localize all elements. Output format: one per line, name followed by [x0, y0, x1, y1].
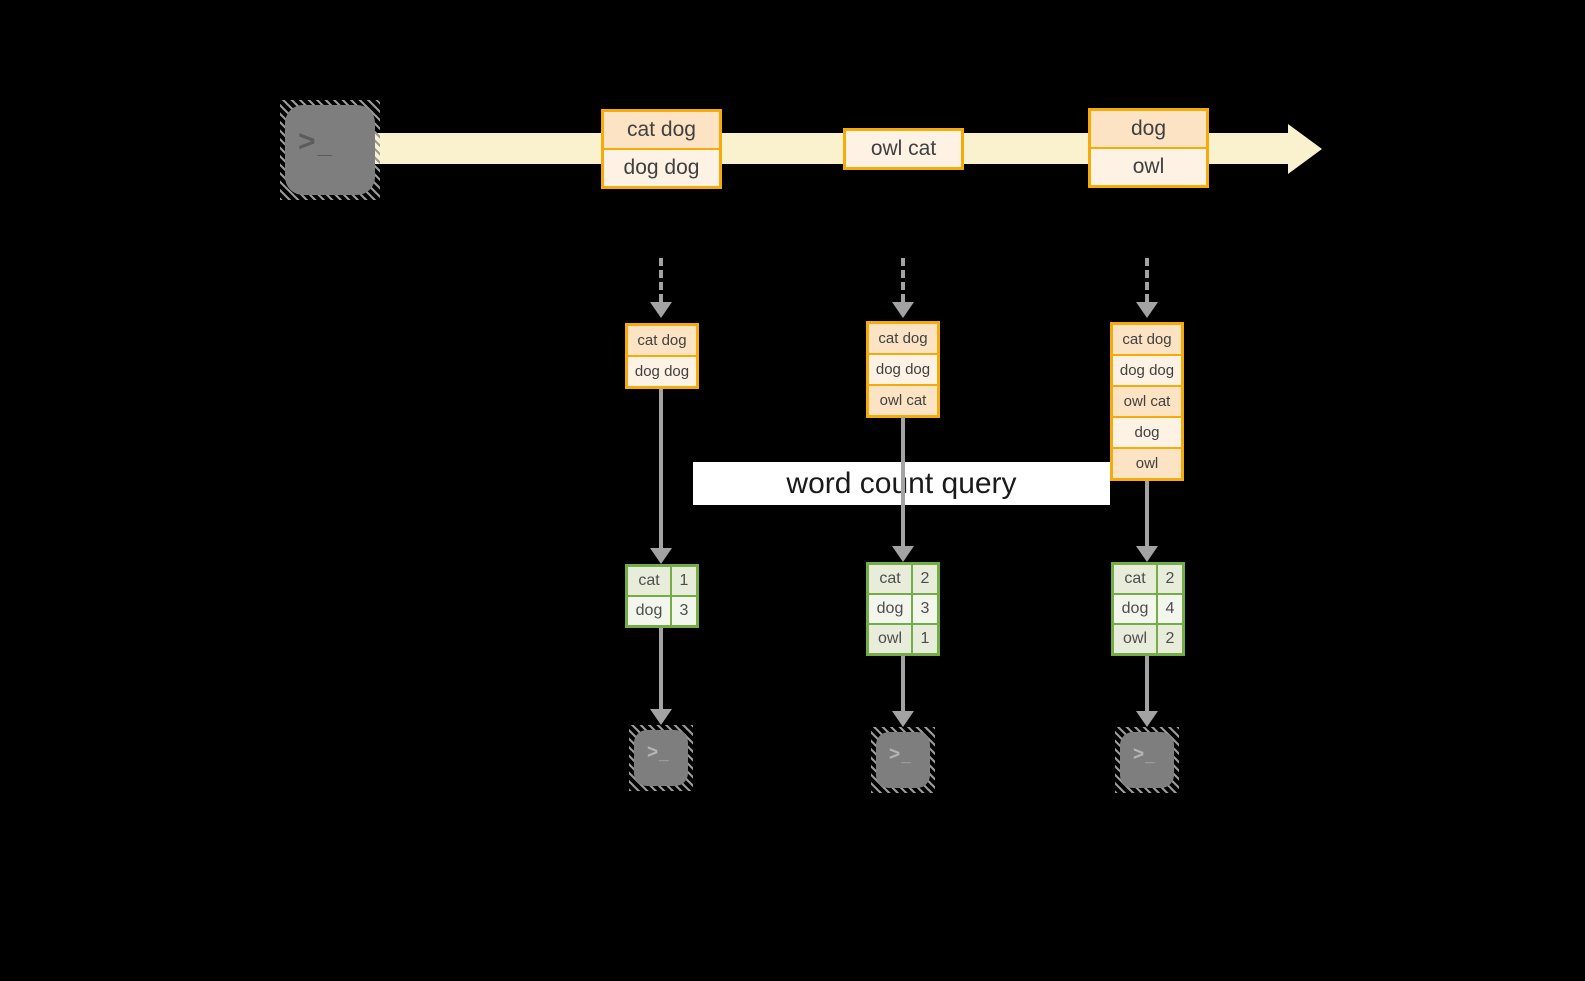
word-count-table-3: cat 2 dog 4 owl 2 — [1111, 562, 1185, 656]
arrow-shaft — [1145, 656, 1149, 711]
record-line: owl — [1091, 149, 1206, 185]
record-line: dog dog — [869, 355, 937, 384]
terminal-prompt-glyph: > — [647, 742, 659, 763]
arrow-shaft — [659, 628, 663, 709]
record-line: owl cat — [1113, 387, 1181, 416]
terminal-prompt-glyph: > — [1133, 744, 1145, 765]
word-cell: dog — [628, 597, 670, 625]
dashed-arrow-batch-2 — [892, 258, 914, 318]
batch-input-box-2: cat dog dog dog owl cat — [866, 321, 940, 418]
arrow-shaft — [659, 258, 663, 302]
count-cell: 4 — [1158, 595, 1182, 623]
word-cell: owl — [1114, 625, 1156, 653]
terminal-cursor-glyph: _ — [317, 128, 332, 159]
sink-terminal-icon-2: > _ — [871, 727, 935, 793]
word-cell: cat — [869, 565, 911, 593]
terminal-cursor-glyph: _ — [901, 746, 911, 765]
count-cell: 2 — [1158, 625, 1182, 653]
query-arrow-batch-1 — [650, 389, 672, 564]
arrow-head-icon — [650, 709, 672, 725]
record-line: cat dog — [1113, 325, 1181, 354]
record-line: dog dog — [604, 150, 719, 186]
terminal-prompt-glyph: > — [889, 744, 901, 765]
sink-terminal-icon-3: > _ — [1115, 727, 1179, 793]
record-line: cat dog — [628, 326, 696, 355]
count-cell: 3 — [672, 597, 696, 625]
query-arrow-batch-3 — [1136, 481, 1158, 562]
count-cell: 1 — [913, 625, 937, 653]
arrow-head-icon — [650, 302, 672, 318]
word-cell: cat — [628, 567, 670, 595]
arrow-head-icon — [650, 548, 672, 564]
record-line: dog — [1113, 418, 1181, 447]
arrow-shaft — [901, 258, 905, 302]
stream-record-box-3: dog owl — [1088, 108, 1209, 188]
stream-record-box-1: cat dog dog dog — [601, 109, 722, 189]
terminal-cursor-glyph: _ — [1145, 746, 1155, 765]
sink-arrow-batch-1 — [650, 628, 672, 725]
record-line: dog — [1091, 111, 1206, 147]
terminal-icon-body: > _ — [1120, 732, 1174, 788]
word-cell: owl — [869, 625, 911, 653]
record-line: owl — [1113, 449, 1181, 478]
stream-arrow-head-icon — [1288, 124, 1322, 174]
terminal-icon-body: > _ — [285, 105, 375, 195]
arrow-head-icon — [1136, 302, 1158, 318]
word-cell: dog — [869, 595, 911, 623]
count-cell: 2 — [913, 565, 937, 593]
dashed-arrow-batch-3 — [1136, 258, 1158, 318]
word-count-table-1: cat 1 dog 3 — [625, 564, 699, 628]
query-arrow-batch-2 — [892, 417, 914, 562]
count-cell: 3 — [913, 595, 937, 623]
sink-arrow-batch-3 — [1136, 656, 1158, 727]
record-line: cat dog — [604, 112, 719, 148]
batch-input-box-1: cat dog dog dog — [625, 323, 699, 389]
terminal-icon-body: > _ — [876, 732, 930, 788]
stream-record-box-2: owl cat — [843, 128, 964, 170]
terminal-prompt-glyph: > — [298, 125, 316, 158]
arrow-head-icon — [1136, 711, 1158, 727]
terminal-cursor-glyph: _ — [659, 744, 669, 763]
count-cell: 2 — [1158, 565, 1182, 593]
arrow-head-icon — [892, 302, 914, 318]
word-count-table-2: cat 2 dog 3 owl 1 — [866, 562, 940, 656]
terminal-icon-body: > _ — [634, 730, 688, 786]
sink-arrow-batch-2 — [892, 656, 914, 727]
source-terminal-icon: > _ — [280, 100, 380, 200]
dashed-arrow-batch-1 — [650, 258, 672, 318]
record-line: dog dog — [1113, 356, 1181, 385]
sink-terminal-icon-1: > _ — [629, 725, 693, 791]
record-line: owl cat — [869, 386, 937, 415]
arrow-shaft — [1145, 258, 1149, 302]
arrow-shaft — [659, 389, 663, 548]
arrow-shaft — [1145, 481, 1149, 546]
arrow-head-icon — [1136, 546, 1158, 562]
word-cell: dog — [1114, 595, 1156, 623]
batch-input-box-3: cat dog dog dog owl cat dog owl — [1110, 322, 1184, 481]
record-line: cat dog — [869, 324, 937, 353]
record-line: owl cat — [846, 131, 961, 167]
arrow-head-icon — [892, 711, 914, 727]
arrow-shaft — [901, 656, 905, 711]
record-line: dog dog — [628, 357, 696, 386]
arrow-shaft — [901, 417, 905, 546]
word-cell: cat — [1114, 565, 1156, 593]
count-cell: 1 — [672, 567, 696, 595]
arrow-head-icon — [892, 546, 914, 562]
